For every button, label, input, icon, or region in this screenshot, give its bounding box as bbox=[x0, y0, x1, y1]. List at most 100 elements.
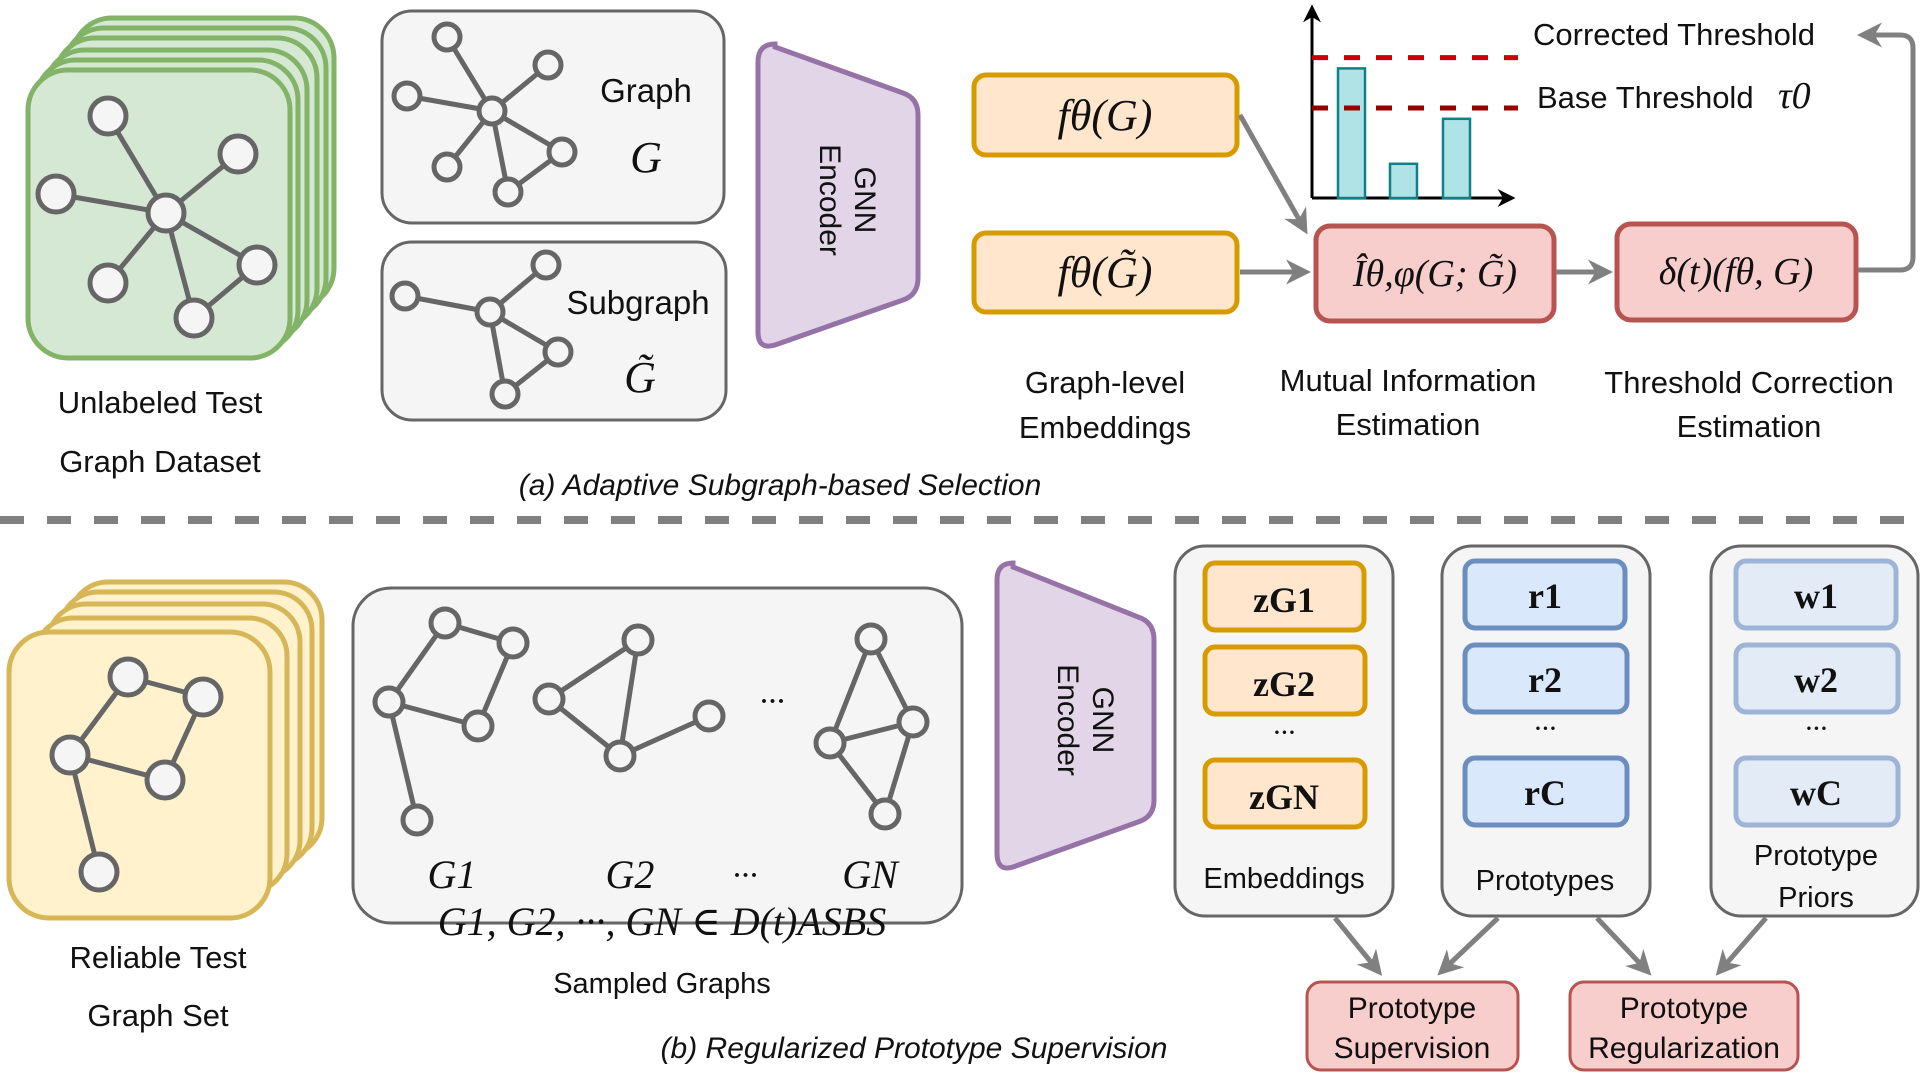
graph-symbol: G bbox=[630, 133, 662, 182]
graph-node bbox=[35, 173, 77, 215]
mi-label-2: Estimation bbox=[1336, 407, 1481, 442]
feedback-arrow bbox=[1857, 22, 1916, 273]
unlabeled-dataset-stack bbox=[25, 15, 337, 361]
embeddings-column-label: Embeddings bbox=[1203, 863, 1364, 895]
embeddings-label-1: Graph-level bbox=[1025, 365, 1185, 400]
mi-label-1: Mutual Information bbox=[1280, 363, 1537, 398]
mi-formula: Îθ,φ(G; G̃) bbox=[1352, 253, 1517, 295]
arrow-prototypes-to-supervision bbox=[1437, 916, 1500, 976]
embedding-dots: ··· bbox=[1273, 716, 1296, 749]
embedding-item bbox=[1202, 757, 1368, 830]
sampled-graph-label: ··· bbox=[732, 857, 758, 894]
graph-node bbox=[868, 797, 902, 831]
graph-node bbox=[542, 336, 574, 368]
embedding-item-label: zG2 bbox=[1253, 664, 1315, 704]
prototype-item bbox=[1462, 755, 1630, 828]
graph-node bbox=[173, 297, 215, 339]
graph-node bbox=[532, 49, 564, 81]
graph-node bbox=[391, 80, 423, 112]
subgraph-symbol: G̃ bbox=[624, 353, 656, 402]
regularization-label-2: Regularization bbox=[1588, 1032, 1780, 1065]
graph-node bbox=[546, 136, 578, 168]
graph-node bbox=[400, 803, 434, 837]
graph-node bbox=[474, 296, 506, 328]
prior-item-label: wC bbox=[1790, 773, 1842, 813]
sampled-graph-label: GN bbox=[842, 852, 900, 897]
embedding-subgraph-formula: fθ(G̃) bbox=[1058, 248, 1153, 297]
chart-bar-3 bbox=[1441, 117, 1472, 200]
graph-node bbox=[49, 734, 91, 776]
prototype-regularization-box bbox=[1568, 980, 1800, 1072]
embedding-item-label: zGN bbox=[1249, 777, 1319, 817]
sampled-graph-label: G1 bbox=[428, 852, 477, 897]
mutual-information-box bbox=[1313, 223, 1557, 324]
graph-node bbox=[461, 709, 495, 743]
threshold-label-2: Estimation bbox=[1677, 409, 1822, 444]
prior-item-label: w1 bbox=[1794, 576, 1838, 616]
sampled-formula: G1, G2, ···, GN ∈ D(t)ASBS bbox=[438, 899, 886, 944]
graph-node bbox=[182, 676, 224, 718]
prototype-dots: ··· bbox=[1534, 712, 1557, 745]
chart-bar-1 bbox=[1336, 67, 1367, 200]
prior-item bbox=[1733, 642, 1901, 715]
threshold-correction-box bbox=[1614, 221, 1859, 323]
prototypes-column: r1 r2 ··· rC Prototypes bbox=[1440, 544, 1652, 918]
graph-node bbox=[87, 95, 129, 137]
corrected-threshold-label: Corrected Threshold bbox=[1533, 17, 1815, 52]
encoder-label-2: Encoder bbox=[813, 144, 846, 256]
arrow-prototypes-to-regularization bbox=[1595, 916, 1652, 976]
threshold-label-1: Threshold Correction bbox=[1604, 365, 1893, 400]
graph-node bbox=[107, 656, 149, 698]
embedding-item bbox=[1202, 560, 1367, 633]
prior-dots: ··· bbox=[1805, 712, 1828, 745]
arrow-graph-to-mi bbox=[1237, 113, 1308, 235]
graph-node bbox=[428, 606, 462, 640]
graph-node bbox=[896, 705, 930, 739]
graph-node bbox=[603, 739, 637, 773]
graph-node bbox=[372, 685, 406, 719]
threshold-chart bbox=[1303, 4, 1518, 207]
embedding-subgraph-box bbox=[971, 230, 1240, 315]
graph-node bbox=[87, 262, 129, 304]
base-threshold-label: Base Threshold bbox=[1537, 80, 1754, 115]
graph-node bbox=[389, 280, 421, 312]
prototype-item-label: rC bbox=[1524, 773, 1566, 813]
base-threshold-symbol: τ0 bbox=[1778, 75, 1811, 117]
graph-node bbox=[489, 378, 521, 410]
graph-node bbox=[532, 682, 566, 716]
graph-node bbox=[692, 699, 726, 733]
prior-item bbox=[1733, 755, 1901, 828]
graph-node bbox=[621, 623, 655, 657]
gnn-encoder-b: GNN Encoder bbox=[994, 560, 1157, 871]
graph-node bbox=[431, 21, 463, 53]
arrow-priors-to-regularization bbox=[1715, 916, 1768, 976]
graph-node bbox=[145, 192, 187, 234]
supervision-label-2: Supervision bbox=[1334, 1032, 1491, 1065]
priors-column: w1 w2 ··· wC Prototype Priors bbox=[1709, 544, 1920, 918]
priors-column-label-1: Prototype bbox=[1754, 840, 1878, 872]
unlabeled-dataset-label-2: Graph Dataset bbox=[59, 444, 261, 479]
reliable-set-stack bbox=[6, 579, 325, 921]
sampled-graphs-box: ··· G1 G2 ··· GN bbox=[351, 586, 964, 925]
regularization-label-1: Prototype bbox=[1620, 992, 1748, 1025]
unlabeled-dataset-label-1: Unlabeled Test bbox=[58, 385, 263, 420]
prototype-item-label: r1 bbox=[1528, 576, 1562, 616]
arrow-embeddings-to-supervision bbox=[1333, 916, 1383, 976]
embedding-graph-box bbox=[971, 72, 1240, 158]
embedding-item bbox=[1202, 644, 1368, 717]
chart-bar-2 bbox=[1388, 162, 1419, 200]
threshold-formula: δ(t)(fθ, G) bbox=[1659, 251, 1814, 293]
embeddings-label-2: Embeddings bbox=[1019, 410, 1191, 445]
graph-node bbox=[813, 726, 847, 760]
prototypes-column-label: Prototypes bbox=[1476, 865, 1615, 897]
encoder-label-1: GNN bbox=[1086, 687, 1119, 754]
encoder-label-2: Encoder bbox=[1051, 664, 1084, 776]
prototype-supervision-box bbox=[1305, 980, 1520, 1072]
sampled-graphs-label: Sampled Graphs bbox=[553, 968, 771, 1000]
graph-node bbox=[236, 244, 278, 286]
graph-node bbox=[492, 176, 524, 208]
embedding-item-label: zG1 bbox=[1253, 580, 1315, 620]
sampled-graph-label: G2 bbox=[606, 852, 655, 897]
prototype-item bbox=[1462, 642, 1630, 715]
